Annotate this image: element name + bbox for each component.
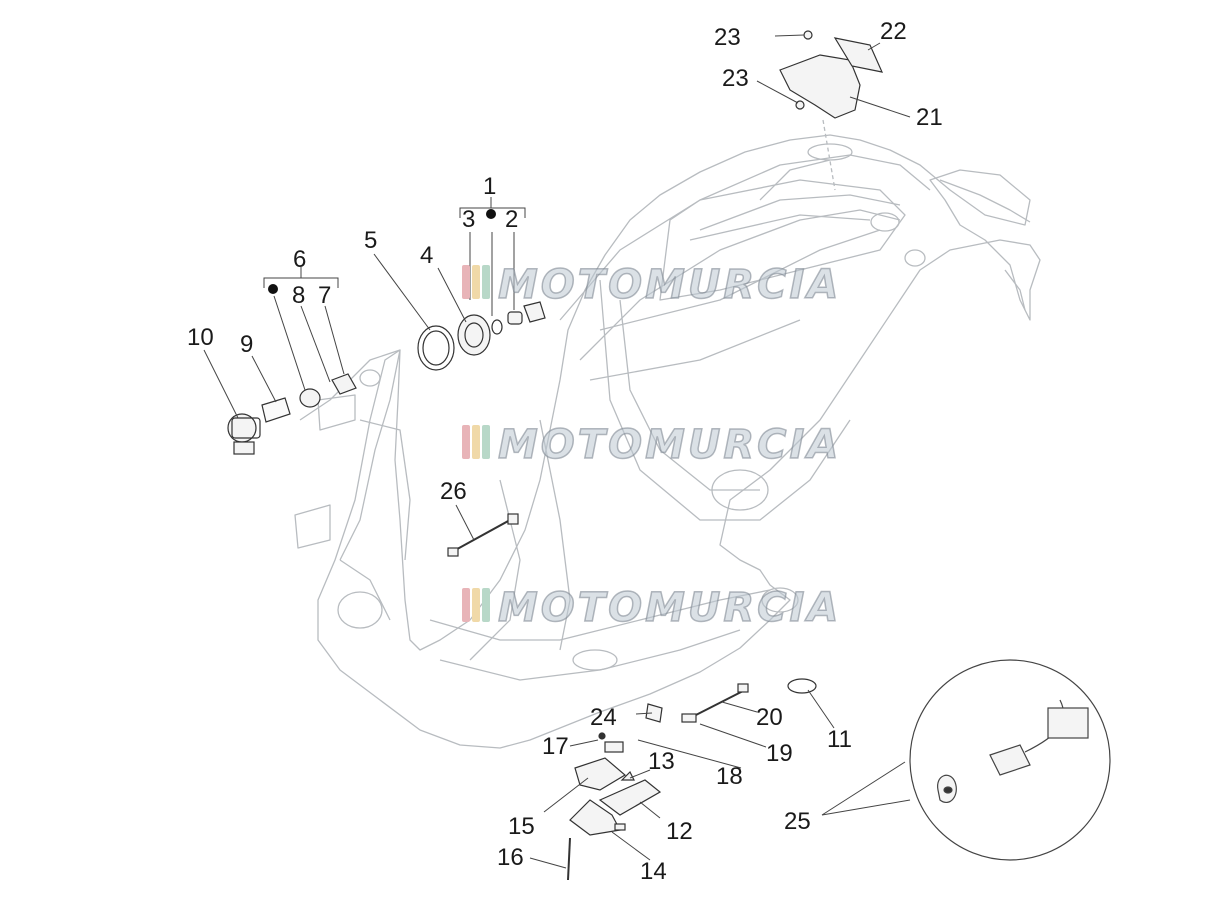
part-label-17: 17: [542, 733, 569, 760]
part-label-2: 2: [505, 206, 519, 233]
part-5: [417, 325, 455, 371]
watermark-stripe: [482, 265, 490, 299]
part-label-14: 14: [640, 858, 667, 885]
watermark-stripes: [462, 265, 492, 299]
part-label-7: 7: [318, 282, 332, 309]
part-12-cover: [598, 779, 662, 816]
part-22-plate: [833, 37, 884, 73]
part-label-1: 1: [483, 173, 497, 200]
part-label-6: 6: [293, 246, 307, 273]
watermark-stripe: [482, 588, 490, 622]
watermark-stripe: [462, 588, 470, 622]
part-label-19: 19: [766, 740, 793, 767]
part-21-bracket: [779, 54, 861, 119]
part-15-latch: [574, 757, 627, 791]
part-label-21: 21: [916, 104, 943, 131]
watermark-text: MOTOMURCIA: [497, 421, 842, 469]
watermark-text: MOTOMURCIA: [497, 261, 842, 309]
part-label-23-top: 23: [714, 24, 741, 51]
detail-circle-25: [909, 659, 1111, 861]
watermark-stripe: [472, 265, 480, 299]
watermark-stripe: [472, 588, 480, 622]
watermark-stripes: [462, 425, 492, 459]
part-label-20: 20: [756, 704, 783, 731]
part-label-5: 5: [364, 227, 378, 254]
part-label-15: 15: [508, 813, 535, 840]
part-label-22: 22: [880, 18, 907, 45]
part-label-12: 12: [666, 818, 693, 845]
part-label-10: 10: [187, 324, 214, 351]
part-label-8: 8: [292, 282, 306, 309]
watermark-stripe: [482, 425, 490, 459]
part-label-24: 24: [590, 704, 617, 731]
part-label-13: 13: [648, 748, 675, 775]
part-label-4: 4: [420, 242, 434, 269]
part-label-18: 18: [716, 763, 743, 790]
part-label-23-lower: 23: [722, 65, 749, 92]
part-label-3: 3: [462, 206, 476, 233]
part-label-25: 25: [784, 808, 811, 835]
watermark-stripe: [462, 265, 470, 299]
watermark-stripe: [462, 425, 470, 459]
watermark-text: MOTOMURCIA: [497, 584, 842, 632]
part-label-9: 9: [240, 331, 254, 358]
watermark-stripe: [472, 425, 480, 459]
part-label-11: 11: [827, 726, 852, 753]
watermark-stripes: [462, 588, 492, 622]
part-label-26: 26: [440, 478, 467, 505]
part-label-16: 16: [497, 844, 524, 871]
